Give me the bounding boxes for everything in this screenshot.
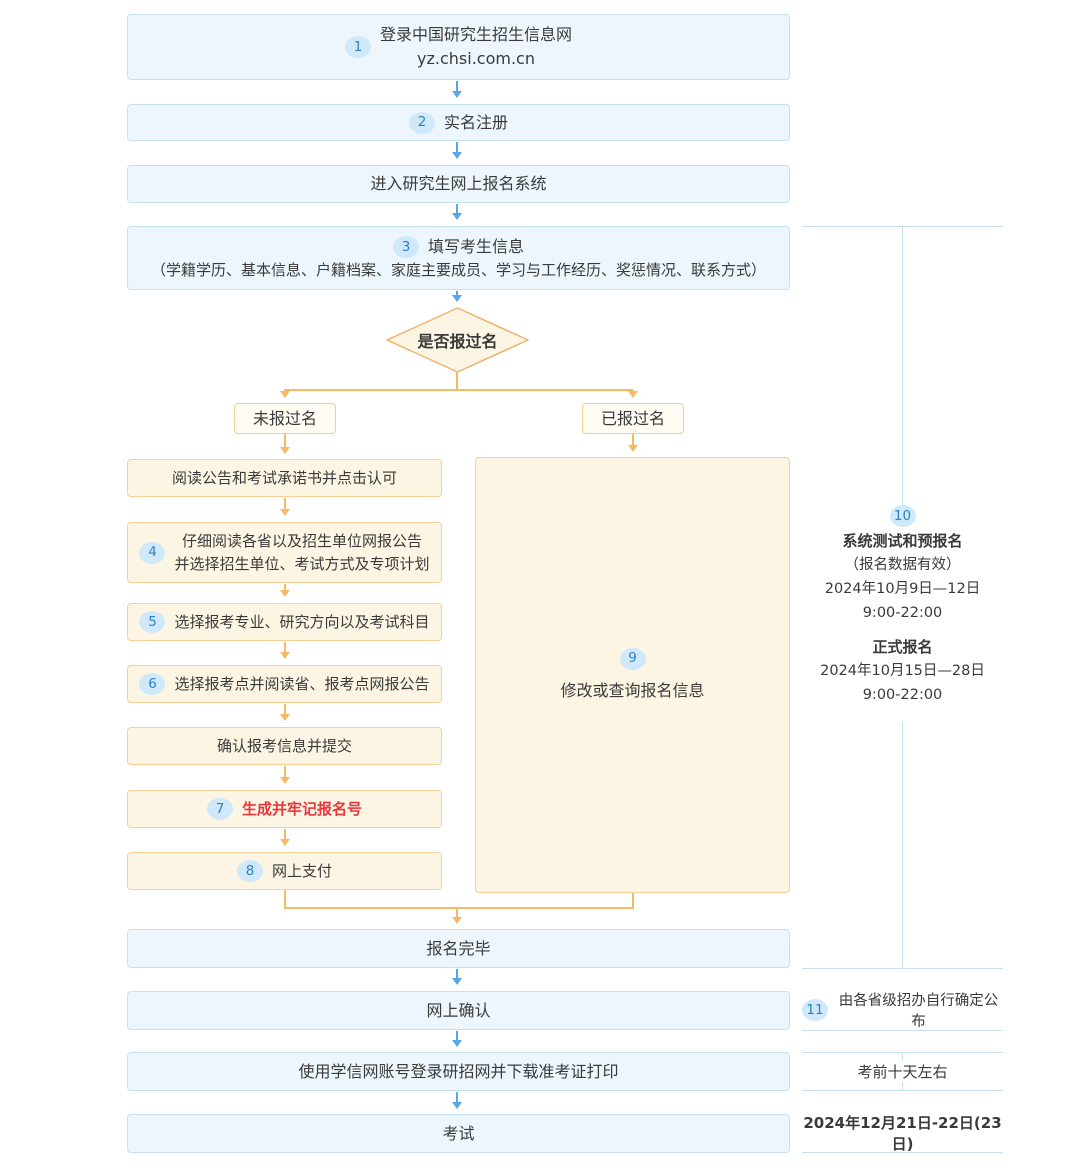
sidebar-line — [802, 1152, 1003, 1153]
note-12-text: 考前十天左右 — [852, 1060, 953, 1082]
step-4-title-line1: 仔细阅读各省以及招生单位网报公告 — [181, 532, 422, 550]
step-5-choose-major-box: 5 选择报考专业、研究方向以及考试科目 — [127, 603, 442, 641]
step-enter-system-box: 进入研究生网上报名系统 — [127, 165, 790, 203]
arrow-bottom-1 — [456, 969, 458, 983]
note-10-date2: 2024年10月15日—28日 — [820, 663, 985, 680]
note-11-text: 由各省级招办自行确定公布 — [838, 993, 999, 1030]
step-confirm-submit-title: 确认报考信息并提交 — [216, 736, 352, 755]
step-download-ticket-box: 使用学信网账号登录研招网并下载准考证打印 — [127, 1052, 790, 1091]
step-confirm-submit-box: 确认报考信息并提交 — [127, 727, 442, 765]
step-3-title: 填写考生信息 — [427, 236, 524, 256]
sidebar-line — [802, 1030, 1003, 1031]
arrow-1-2 — [456, 81, 458, 96]
step-exam-box: 考试 — [127, 1114, 790, 1153]
step-download-ticket-title: 使用学信网账号登录研招网并下载准考证打印 — [298, 1061, 619, 1081]
step-7-title: 生成并牢记报名号 — [241, 799, 362, 818]
sidebar-line — [902, 722, 903, 968]
step-1-url: yz.chsi.com.cn — [417, 49, 535, 68]
decision-registered-diamond: 是否报过名 — [385, 307, 530, 373]
sidebar-line — [902, 226, 903, 505]
step-4-title-line2: 并选择招生单位、考试方式及专项计划 — [174, 554, 430, 573]
note-12-ticket-time: 考前十天左右 — [797, 1054, 1008, 1088]
arrow-3-4 — [456, 204, 458, 218]
connector-line — [284, 890, 286, 909]
step-9-title: 修改或查询报名信息 — [560, 680, 705, 700]
step-7-badge: 7 — [206, 798, 233, 820]
step-4-read-announcements-box: 4 仔细阅读各省以及招生单位网报公告 并选择招生单位、考试方式及专项计划 — [127, 522, 442, 583]
connector-line — [632, 893, 634, 909]
step-9-modify-query-box: 9 修改或查询报名信息 — [475, 457, 790, 893]
arrow-left-4 — [284, 704, 286, 719]
step-4-badge: 4 — [139, 541, 166, 564]
arrow-no-branch-down — [284, 434, 286, 452]
decision-label: 是否报过名 — [417, 332, 498, 351]
step-1-badge: 1 — [344, 36, 371, 58]
note-13-exam-date: 2024年12月21日-22日(23日) — [792, 1112, 1013, 1154]
arrow-left-3 — [284, 642, 286, 657]
branch-not-registered-label: 未报过名 — [252, 408, 317, 428]
step-6-title: 选择报考点并阅读省、报考点网报公告 — [174, 674, 430, 693]
step-8-title: 网上支付 — [271, 861, 332, 880]
arrow-bottom-2 — [456, 1031, 458, 1045]
note-10-schedule: 10 系统测试和预报名 （报名数据有效） 2024年10月9日—12日 9:00… — [792, 505, 1013, 709]
branch-registered-label: 已报过名 — [600, 408, 665, 428]
arrow-bottom-3 — [456, 1092, 458, 1107]
note-10-sub1: （报名数据有效） — [844, 556, 961, 573]
step-5-title: 选择报考专业、研究方向以及考试科目 — [174, 612, 430, 631]
arrow-branch-no — [284, 390, 286, 396]
step-exam-title: 考试 — [442, 1123, 475, 1143]
step-read-notice-title: 阅读公告和考试承诺书并点击认可 — [171, 468, 397, 487]
step-6-choose-site-box: 6 选择报考点并阅读省、报考点网报公告 — [127, 665, 442, 703]
step-7-registration-number-box: 7 生成并牢记报名号 — [127, 790, 442, 828]
step-3-badge: 3 — [392, 235, 419, 258]
step-online-confirmation-title: 网上确认 — [426, 1000, 491, 1020]
sidebar-line — [802, 968, 1003, 969]
arrow-left-5 — [284, 766, 286, 782]
step-8-badge: 8 — [236, 860, 263, 882]
connector-line — [284, 907, 634, 909]
note-10-time2: 9:00-22:00 — [862, 687, 943, 704]
note-11-badge: 11 — [802, 999, 828, 1021]
step-3-detail: （学籍学历、基本信息、户籍档案、家庭主要成员、学习与工作经历、奖惩情况、联系方式… — [150, 260, 766, 279]
step-enter-system-title: 进入研究生网上报名系统 — [370, 174, 547, 193]
arrow-left-6 — [284, 829, 286, 844]
step-3-fill-info-box: 3 填写考生信息 （学籍学历、基本信息、户籍档案、家庭主要成员、学习与工作经历、… — [127, 226, 790, 290]
branch-registered-box: 已报过名 — [582, 403, 684, 434]
note-13-text: 2024年12月21日-22日(23日) — [792, 1112, 1013, 1154]
step-2-title: 实名注册 — [443, 112, 508, 132]
step-6-badge: 6 — [139, 673, 166, 695]
note-10-time1: 9:00-22:00 — [862, 604, 943, 621]
step-online-confirmation-box: 网上确认 — [127, 991, 790, 1030]
arrow-4-decision — [456, 291, 458, 300]
step-2-register-box: 2 实名注册 — [127, 104, 790, 141]
arrow-merge-down — [456, 909, 458, 922]
branch-not-registered-box: 未报过名 — [234, 403, 336, 434]
step-registration-complete-box: 报名完毕 — [127, 929, 790, 968]
note-10-date1: 2024年10月9日—12日 — [824, 580, 981, 597]
step-2-badge: 2 — [408, 111, 435, 134]
connector-line — [456, 372, 458, 390]
step-9-badge: 9 — [619, 647, 646, 670]
step-8-online-payment-box: 8 网上支付 — [127, 852, 442, 890]
arrow-yes-branch-down — [632, 434, 634, 450]
connector-line — [284, 389, 633, 391]
step-1-title: 登录中国研究生招生信息网 — [379, 25, 572, 44]
sidebar-line — [802, 1090, 1003, 1091]
step-read-notice-box: 阅读公告和考试承诺书并点击认可 — [127, 459, 442, 497]
arrow-2-3 — [456, 142, 458, 157]
arrow-left-1 — [284, 498, 286, 514]
step-5-badge: 5 — [139, 611, 166, 633]
step-1-login-box: 1 登录中国研究生招生信息网 yz.chsi.com.cn — [127, 14, 790, 80]
note-10-heading2: 正式报名 — [872, 638, 933, 657]
note-10-heading1: 系统测试和预报名 — [842, 531, 963, 550]
step-registration-complete-title: 报名完毕 — [426, 938, 491, 958]
note-10-badge: 10 — [889, 505, 916, 528]
arrow-branch-yes — [632, 390, 634, 396]
arrow-left-2 — [284, 584, 286, 595]
note-11-confirmation-time: 11 由各省级招办自行确定公布 — [797, 989, 1008, 1031]
